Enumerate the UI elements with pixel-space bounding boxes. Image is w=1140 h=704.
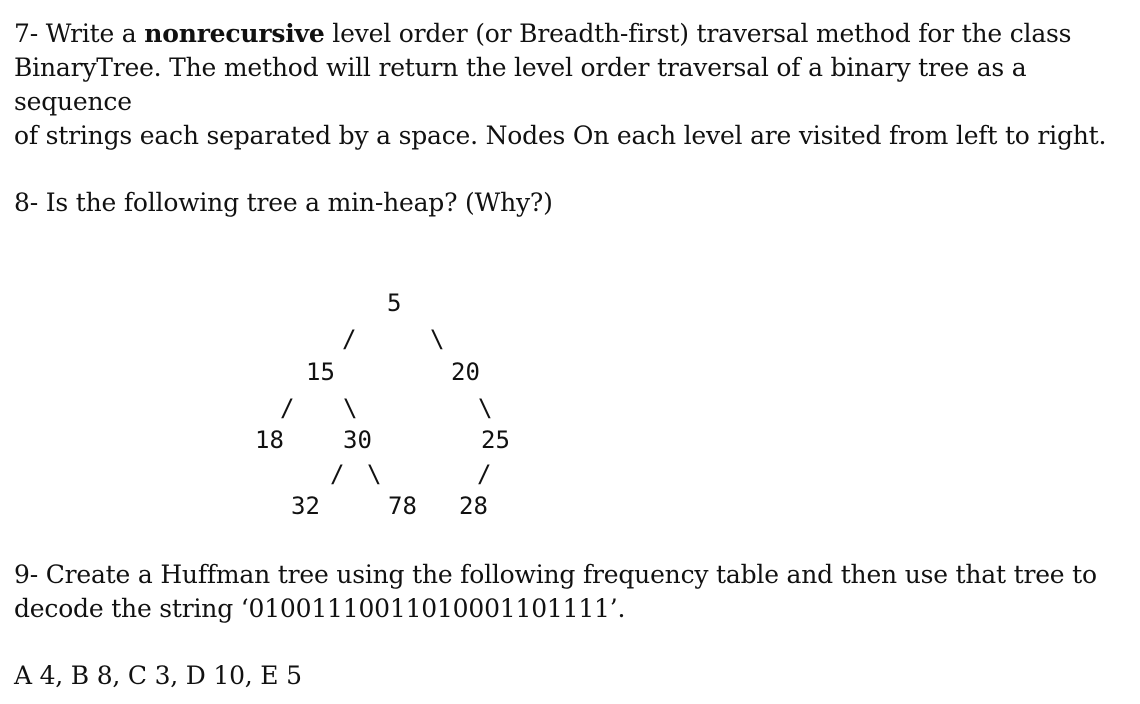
question-7-line2: BinaryTree. The method will return the l… [14, 53, 1027, 116]
tree-edge-20-right: \ [478, 394, 493, 422]
tree-node-30: 30 [343, 426, 372, 454]
tree-edge-30-right: \ [367, 460, 382, 488]
question-8: 8- Is the following tree a min-heap? (Wh… [14, 186, 914, 220]
tree-edge-25-left: / [477, 460, 492, 488]
frequency-table: A 4, B 8, C 3, D 10, E 5 [14, 659, 614, 693]
tree-node-18: 18 [255, 426, 284, 454]
tree-node-78: 78 [388, 492, 417, 520]
tree-node-25: 25 [481, 426, 510, 454]
question-7-line1-rest: level order (or Breadth-first) traversal… [324, 19, 1072, 48]
tree-edge-15-left: / [280, 394, 295, 422]
frequency-table-text: A 4, B 8, C 3, D 10, E 5 [14, 661, 302, 690]
question-9: 9- Create a Huffman tree using the follo… [14, 558, 1124, 626]
question-8-text: 8- Is the following tree a min-heap? (Wh… [14, 188, 553, 217]
tree-edge-root-left: / [342, 325, 357, 353]
question-7-line3: of strings each separated by a space. No… [14, 121, 1107, 150]
tree-node-28: 28 [459, 492, 488, 520]
tree-node-32: 32 [291, 492, 320, 520]
question-7: 7- Write a nonrecursive level order (or … [14, 17, 1134, 153]
tree-edge-30-left: / [330, 460, 345, 488]
question-7-prefix: 7- Write a [14, 19, 145, 48]
question-9-line2: decode the string ‘010011100110100011011… [14, 594, 626, 623]
tree-node-15: 15 [306, 358, 335, 386]
question-7-bold-term: nonrecursive [144, 19, 325, 48]
tree-edge-root-right: \ [430, 325, 445, 353]
question-9-line1: 9- Create a Huffman tree using the follo… [14, 560, 1097, 589]
tree-node-root: 5 [387, 289, 402, 317]
tree-node-20: 20 [451, 358, 480, 386]
tree-edge-15-right: \ [343, 394, 358, 422]
